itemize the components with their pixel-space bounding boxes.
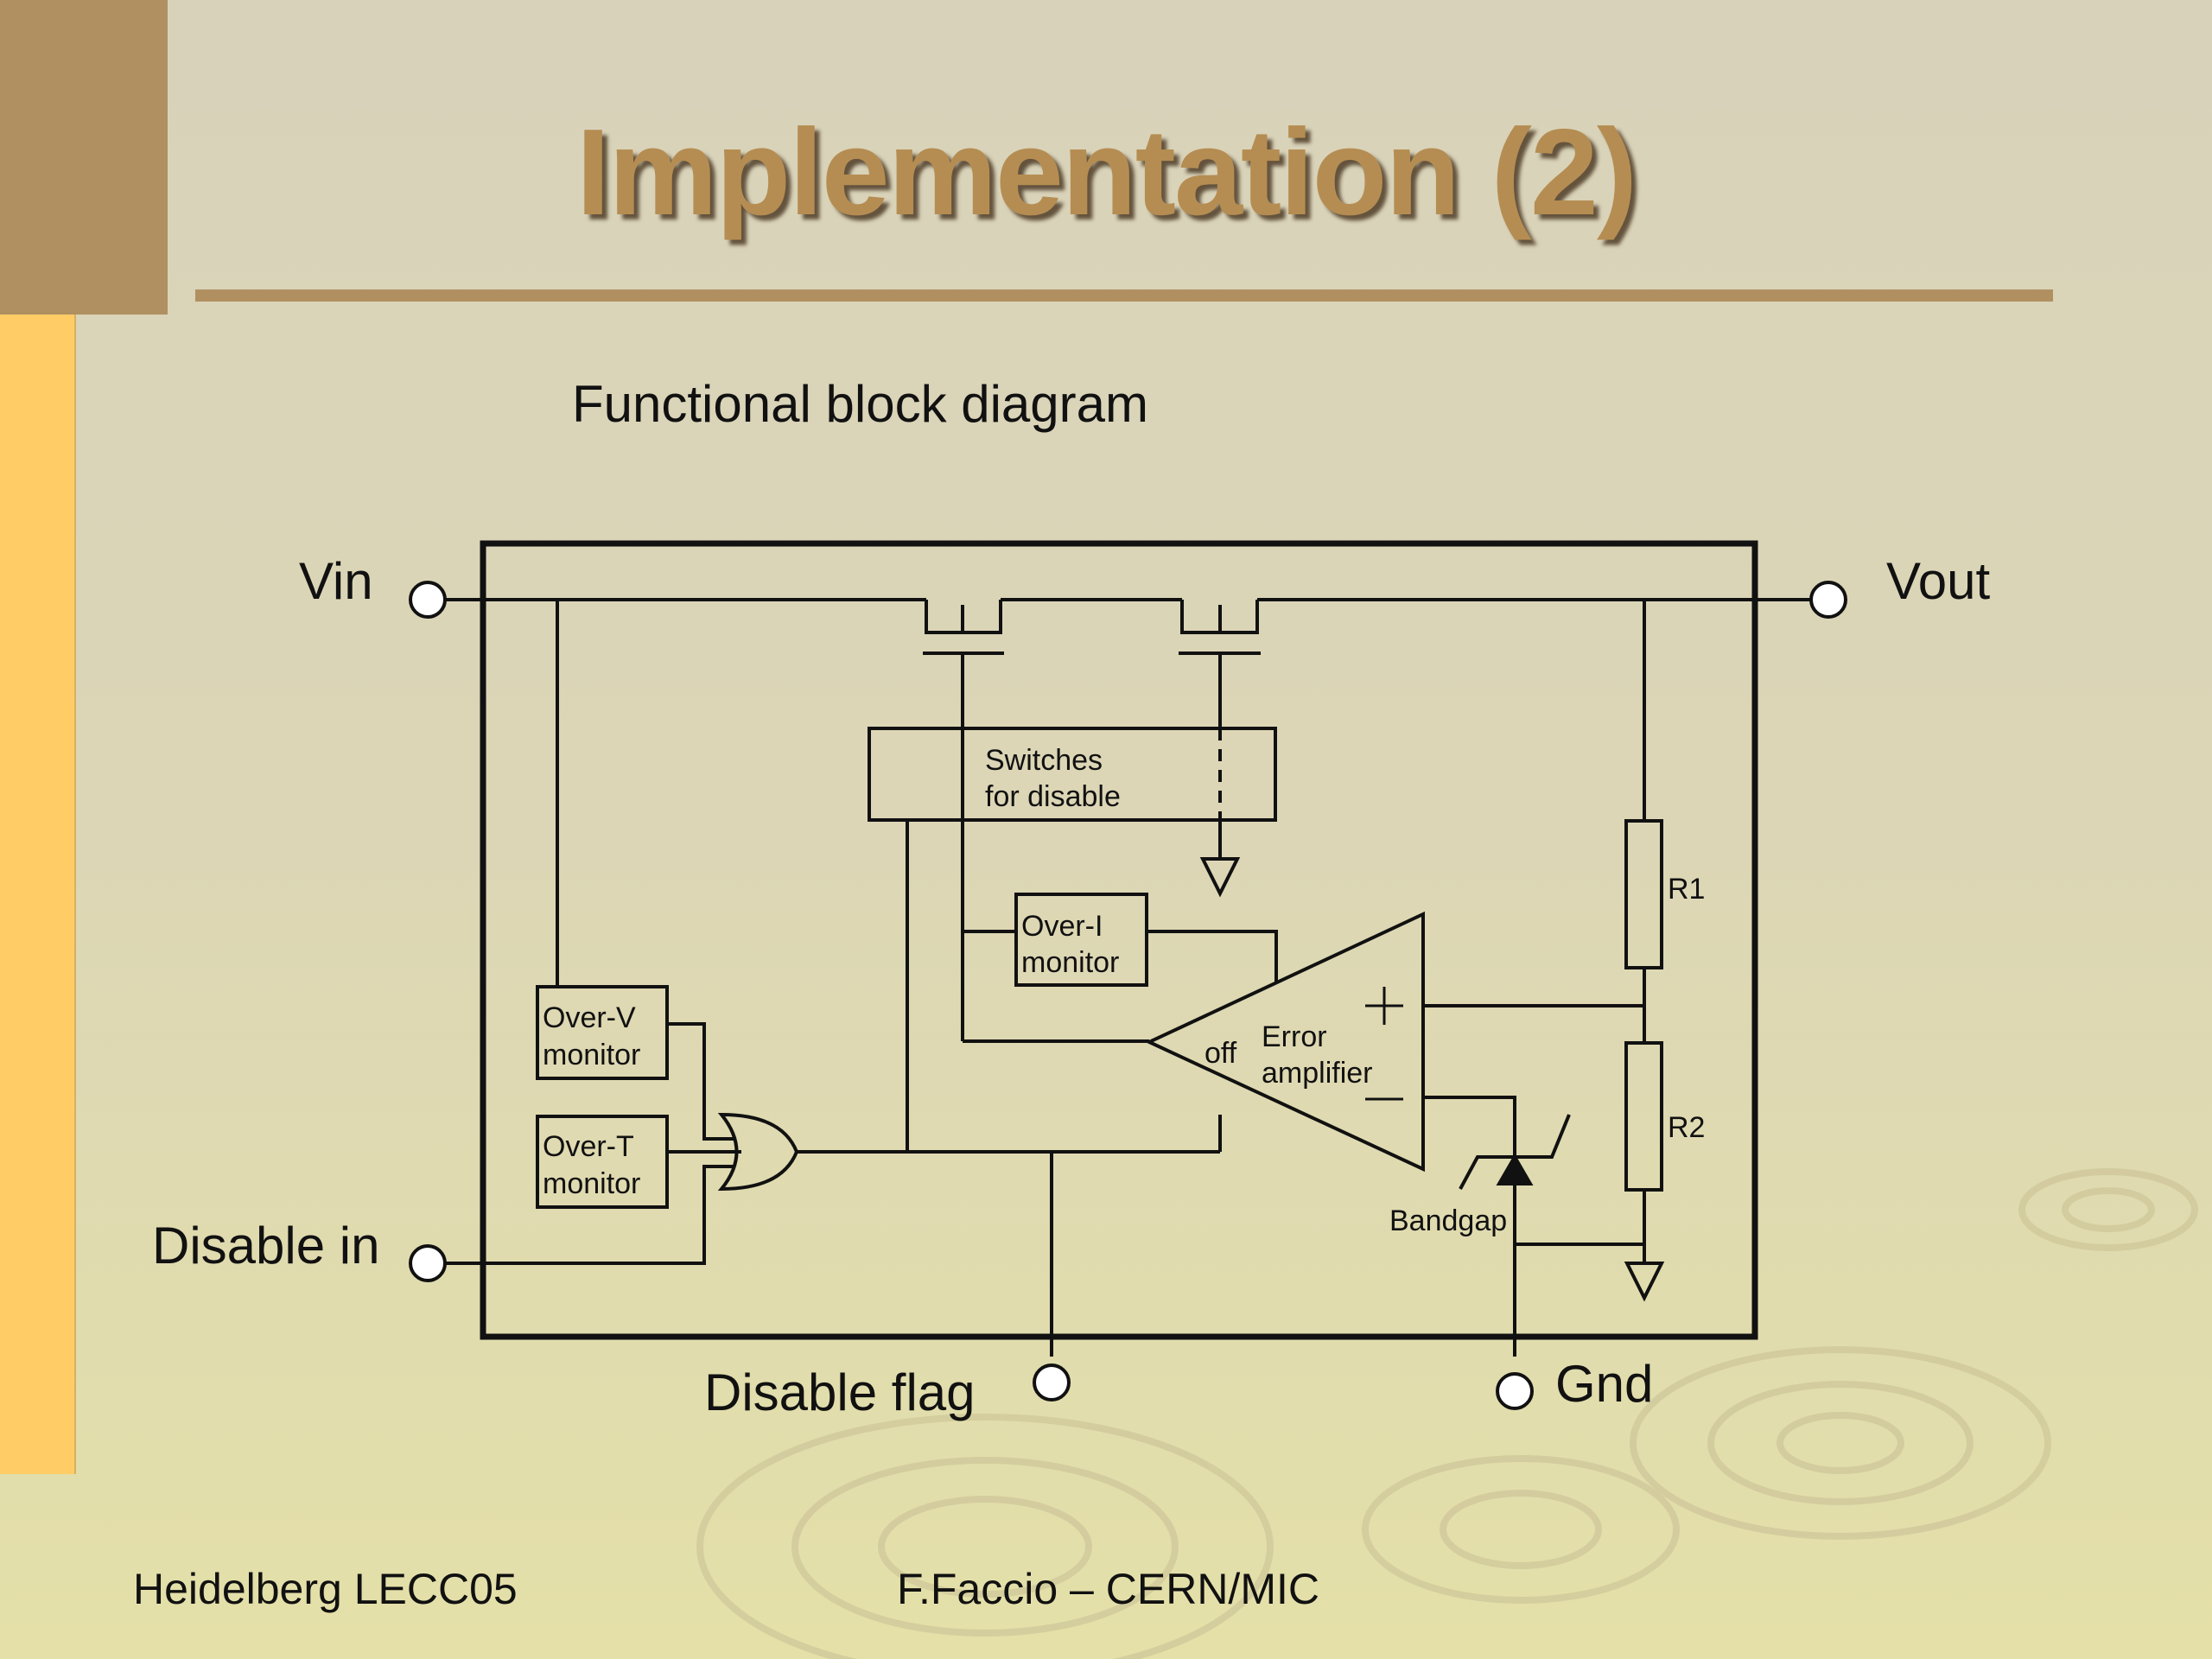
switches-label-1: Switches bbox=[985, 744, 1103, 777]
footer-author: F.Faccio – CERN/MIC bbox=[897, 1565, 1319, 1613]
footer-conference: Heidelberg LECC05 bbox=[133, 1565, 518, 1613]
vin-terminal bbox=[409, 581, 447, 619]
vout-terminal bbox=[1809, 581, 1847, 619]
error-amplifier bbox=[1145, 911, 1425, 1173]
bandgap-reference bbox=[1459, 1114, 1644, 1357]
over-v-monitor-block bbox=[536, 985, 669, 1080]
amp-label-1: Error bbox=[1262, 1020, 1327, 1053]
slide-title: Implementation (2) bbox=[575, 104, 1637, 241]
disable-flag-terminal bbox=[1033, 1363, 1071, 1402]
over-t-monitor-block bbox=[536, 1115, 669, 1209]
disable-in-label: Disable in bbox=[152, 1217, 379, 1274]
chip-outline bbox=[480, 540, 1758, 1340]
vout-label: Vout bbox=[1886, 552, 1990, 610]
title-divider bbox=[195, 289, 2053, 302]
disable-in-terminal bbox=[409, 1244, 447, 1282]
diagram-subtitle: Functional block diagram bbox=[572, 375, 1148, 433]
gnd-terminal bbox=[1496, 1372, 1534, 1410]
or-gate bbox=[717, 1112, 799, 1192]
resistor-ground-symbol bbox=[1624, 1262, 1665, 1302]
r1-label: R1 bbox=[1668, 873, 1705, 906]
over-i-label-1: Over-I bbox=[1021, 910, 1103, 943]
vin-label: Vin bbox=[299, 552, 373, 610]
corner-accent-block bbox=[0, 0, 168, 315]
amp-off-label: off bbox=[1205, 1037, 1237, 1070]
switch-ground-symbol bbox=[1199, 857, 1241, 898]
disable-flag-label: Disable flag bbox=[704, 1363, 976, 1421]
over-v-label-1: Over-V bbox=[543, 1001, 636, 1034]
resistor-r1 bbox=[1624, 819, 1663, 969]
over-i-label-2: monitor bbox=[1021, 946, 1119, 979]
over-i-monitor-block bbox=[1014, 893, 1148, 987]
pass-transistor-1 bbox=[923, 600, 1004, 1041]
pass-transistor-2 bbox=[1179, 600, 1261, 728]
gnd-label: Gnd bbox=[1555, 1355, 1653, 1413]
side-accent-stripe bbox=[0, 315, 76, 1474]
amp-label-2: amplifier bbox=[1262, 1057, 1372, 1090]
r2-label: R2 bbox=[1668, 1111, 1705, 1144]
bandgap-label: Bandgap bbox=[1389, 1205, 1507, 1237]
over-v-label-2: monitor bbox=[543, 1039, 640, 1071]
switches-block bbox=[868, 727, 1277, 822]
switches-label-2: for disable bbox=[985, 780, 1121, 813]
over-t-label-1: Over-T bbox=[543, 1130, 634, 1163]
resistor-r2 bbox=[1624, 1041, 1663, 1192]
over-t-label-2: monitor bbox=[543, 1167, 640, 1200]
